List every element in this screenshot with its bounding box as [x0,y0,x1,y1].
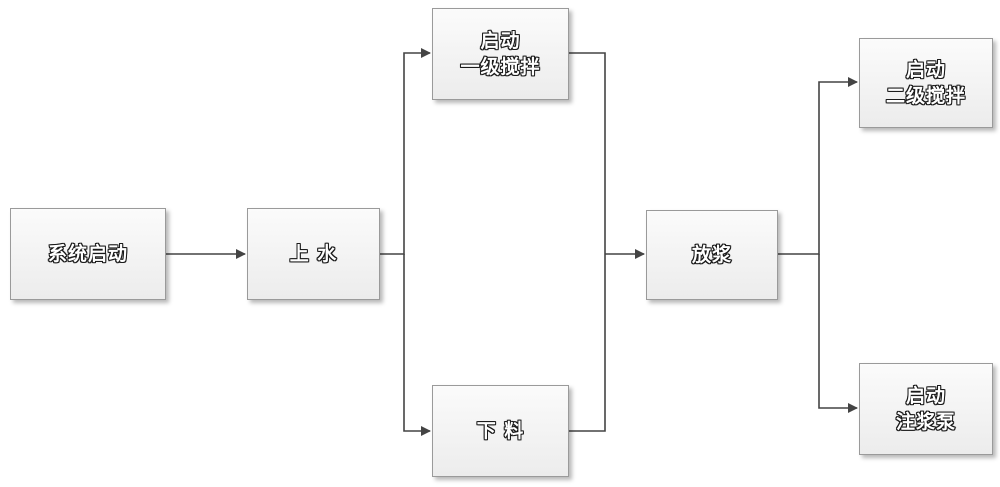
arrow-water-to-stir1 [380,48,431,255]
node-start-secondary-stirring-line1: 启动 [905,58,946,81]
node-start-primary-stirring-line1: 启动 [480,29,521,52]
node-start-secondary-stirring: 启动 二级搅拌 [859,38,993,128]
node-start-primary-stirring-line2: 一级搅拌 [460,55,541,78]
node-system-start-label: 系统启动 [47,242,128,265]
node-start-primary-stirring: 启动 一级搅拌 [432,8,569,100]
arrow-release-to-stir2 [778,77,858,255]
node-system-start: 系统启动 [10,208,166,300]
arrow-water-to-feed [403,254,431,436]
node-start-grout-pump-line1: 启动 [905,384,946,407]
line-stir1-to-merge [569,52,606,432]
node-release-slurry: 放浆 [646,210,778,300]
node-start-grout-pump-line2: 注浆泵 [895,410,956,433]
arrow-release-to-pump [818,254,858,413]
node-release-slurry-label: 放浆 [691,243,732,266]
node-feed-material: 下 料 [432,385,569,477]
node-add-water: 上 水 [247,208,380,300]
node-add-water-label: 上 水 [289,242,338,265]
node-start-grout-pump: 启动 注浆泵 [859,363,993,455]
node-feed-material-label: 下 料 [476,419,525,442]
node-start-secondary-stirring-line2: 二级搅拌 [885,84,966,107]
